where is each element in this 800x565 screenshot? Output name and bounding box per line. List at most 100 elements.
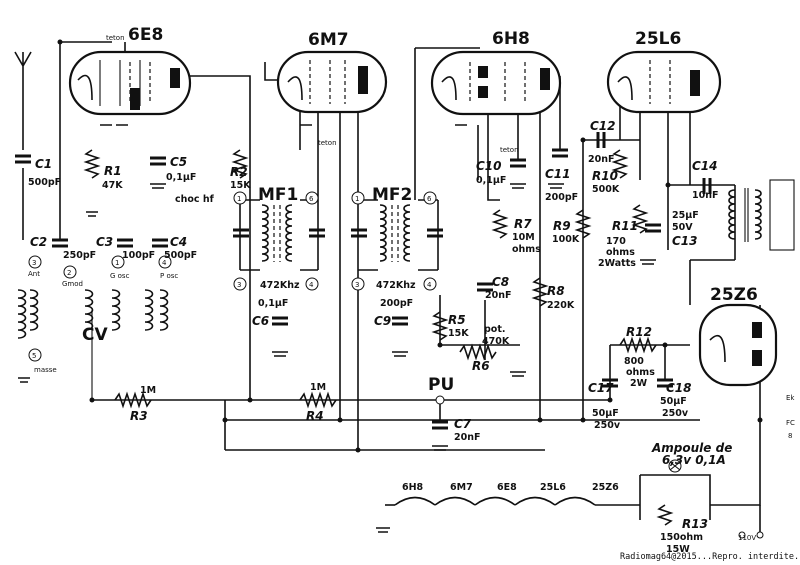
edge-label-1: Ek bbox=[786, 394, 795, 402]
resistors bbox=[83, 149, 674, 526]
r9-value: 100K bbox=[552, 234, 580, 245]
c6-value: 0,1µF bbox=[258, 298, 288, 309]
label-gmod: Gmod bbox=[62, 280, 83, 288]
num-mf2-3: 3 bbox=[355, 281, 359, 289]
label-mf1: MF1 bbox=[258, 185, 298, 205]
r4-name: R4 bbox=[306, 409, 324, 423]
tube-label-6h8: 6H8 bbox=[492, 29, 530, 49]
r3-value: 1M bbox=[140, 385, 156, 396]
r5-name: R5 bbox=[448, 313, 466, 327]
c17-name: C17 bbox=[588, 381, 614, 395]
label-teton-3: teton bbox=[500, 146, 519, 154]
c2-value: 250pF bbox=[63, 250, 96, 261]
r10-value: 500K bbox=[592, 184, 620, 195]
r8-name: R8 bbox=[547, 284, 565, 298]
num-mf1-4: 4 bbox=[309, 281, 314, 289]
num-4-posc: 4 bbox=[162, 259, 167, 267]
heater-6e8: 6E8 bbox=[497, 482, 517, 493]
c14-name: C14 bbox=[692, 159, 718, 173]
component-labels: C1 500pF C2 250pF C3 100pF C4 500pF C5 0… bbox=[28, 119, 718, 555]
misc-labels: choc hf CV PU Ampoule de 6,3v 0,1A 110V … bbox=[28, 34, 756, 542]
pilot-lamp bbox=[668, 459, 682, 473]
c14-value: 10nF bbox=[692, 190, 718, 201]
c8-name: C8 bbox=[492, 275, 509, 289]
num-mf1-1: 1 bbox=[237, 195, 241, 203]
r2-value: 15K bbox=[230, 180, 251, 191]
label-teton-2: teton bbox=[318, 139, 337, 147]
r6-name: R6 bbox=[472, 359, 490, 373]
num-5-masse: 5 bbox=[32, 352, 36, 360]
heater-25z6: 25Z6 bbox=[592, 482, 619, 493]
r12-value3: 2W bbox=[630, 378, 648, 389]
num-mf2-1: 1 bbox=[355, 195, 359, 203]
r11-value1: 170 bbox=[606, 236, 626, 247]
c10-value: 0,1µF bbox=[476, 175, 506, 186]
r8-value: 220K bbox=[547, 300, 575, 311]
c3-name: C3 bbox=[96, 235, 113, 249]
r6-value2: 470K bbox=[482, 336, 510, 347]
copyright-credit: Radiomag64@2015...Repro. interdite. bbox=[620, 552, 799, 562]
c11-name: C11 bbox=[545, 167, 571, 181]
num-2-gmod: 2 bbox=[67, 269, 71, 277]
tube-25z6 bbox=[698, 303, 778, 387]
r7-name: R7 bbox=[514, 217, 532, 231]
r2-name: R2 bbox=[230, 165, 248, 179]
r6-value1: pot. bbox=[484, 324, 505, 335]
c6-name: C6 bbox=[252, 314, 269, 328]
r1-name: R1 bbox=[104, 164, 122, 178]
r12-value1: 800 bbox=[624, 356, 644, 367]
r12-value2: ohms bbox=[626, 367, 655, 378]
label-ampoule-line1: Ampoule de bbox=[651, 441, 732, 455]
terminal-markers bbox=[28, 191, 437, 362]
c4-value: 500pF bbox=[164, 250, 197, 261]
junction-dots bbox=[57, 39, 763, 453]
c13-value1: 25µF bbox=[672, 210, 699, 221]
c13-value2: 50V bbox=[672, 222, 693, 233]
r11-value2: ohms bbox=[606, 247, 635, 258]
label-masse: masse bbox=[34, 366, 57, 374]
c5-value: 0,1µF bbox=[166, 172, 196, 183]
label-110v: 110V bbox=[738, 534, 756, 542]
r10-name: R10 bbox=[592, 169, 618, 183]
tube-label-25l6: 25L6 bbox=[635, 29, 681, 49]
label-freq1: 472Khz bbox=[260, 280, 300, 291]
label-ant: Ant bbox=[28, 270, 40, 278]
c12-value: 20nF bbox=[588, 154, 614, 165]
r12-name: R12 bbox=[626, 325, 652, 339]
c5-name: C5 bbox=[170, 155, 187, 169]
r9-name: R9 bbox=[553, 219, 571, 233]
c10-name: C10 bbox=[476, 159, 502, 173]
label-teton-1: teton bbox=[106, 34, 125, 42]
r11-value3: 2Watts bbox=[598, 258, 636, 269]
edge-label-3: 8 bbox=[788, 432, 792, 440]
c9-name: C9 bbox=[374, 314, 391, 328]
tube-6e8 bbox=[68, 50, 192, 116]
c12-name: C12 bbox=[590, 119, 616, 133]
c11-value: 200pF bbox=[545, 192, 578, 203]
num-mf1-3: 3 bbox=[237, 281, 241, 289]
heater-6m7: 6M7 bbox=[450, 482, 473, 493]
label-ampoule-line2: 6,3v 0,1A bbox=[662, 453, 726, 467]
num-mf1-6: 6 bbox=[309, 195, 314, 203]
tube-label-6m7: 6M7 bbox=[308, 30, 349, 50]
edge-label-2: FC bbox=[786, 419, 795, 427]
capacitors bbox=[15, 132, 712, 430]
c9-value: 200pF bbox=[380, 298, 413, 309]
c7-name: C7 bbox=[454, 417, 472, 431]
num-1-gosc: 1 bbox=[115, 259, 119, 267]
num-mf2-6: 6 bbox=[427, 195, 432, 203]
c17-value2: 250v bbox=[594, 420, 621, 431]
coils bbox=[17, 179, 795, 339]
c2-name: C2 bbox=[30, 235, 47, 249]
label-p-osc: P osc bbox=[160, 272, 178, 280]
label-choc-hf: choc hf bbox=[175, 194, 215, 205]
mains-terminal bbox=[738, 531, 764, 539]
r3-name: R3 bbox=[130, 409, 148, 423]
heater-chain-labels: 6H8 6M7 6E8 25L6 25Z6 bbox=[402, 482, 619, 493]
c1-name: C1 bbox=[35, 157, 52, 171]
label-mf2: MF2 bbox=[372, 185, 412, 205]
r5-value: 15K bbox=[448, 328, 469, 339]
label-g-osc: G osc bbox=[110, 272, 130, 280]
label-pu: PU bbox=[428, 375, 454, 395]
